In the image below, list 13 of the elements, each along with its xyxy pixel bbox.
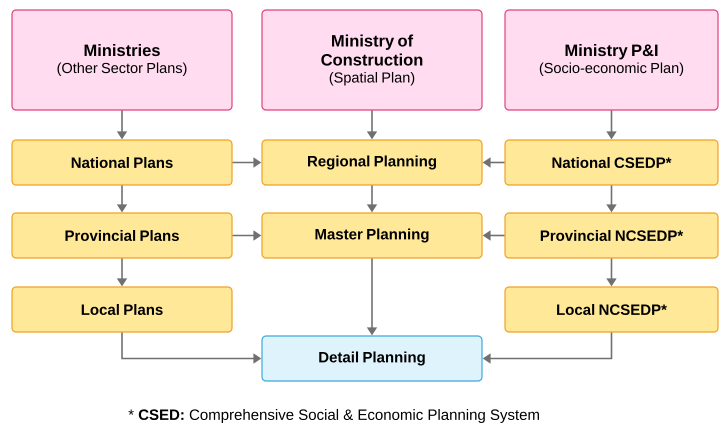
ministry-box: Ministries (Other Sector Plans) xyxy=(11,9,233,111)
plan-box: Provincial Plans xyxy=(11,212,233,259)
planning-box: Detail Planning xyxy=(261,335,483,382)
plan-box: National CSEDP* xyxy=(504,139,719,186)
plan-box: National Plans xyxy=(11,139,233,186)
plan-box: Regional Planning xyxy=(261,139,483,186)
plan-box: Master Planning xyxy=(261,212,483,259)
footnote: *CSED: Comprehensive Social & Economic Planning System xyxy=(128,409,539,423)
ministry-box: Ministry P&I (Socio-economic Plan) xyxy=(504,9,719,111)
plan-box: Provincial NCSEDP* xyxy=(504,212,719,259)
ministry-box: Ministry of Construction (Spatial Plan) xyxy=(261,9,483,111)
plan-box: Local NCSEDP* xyxy=(504,286,719,333)
plan-box: Local Plans xyxy=(11,286,233,333)
